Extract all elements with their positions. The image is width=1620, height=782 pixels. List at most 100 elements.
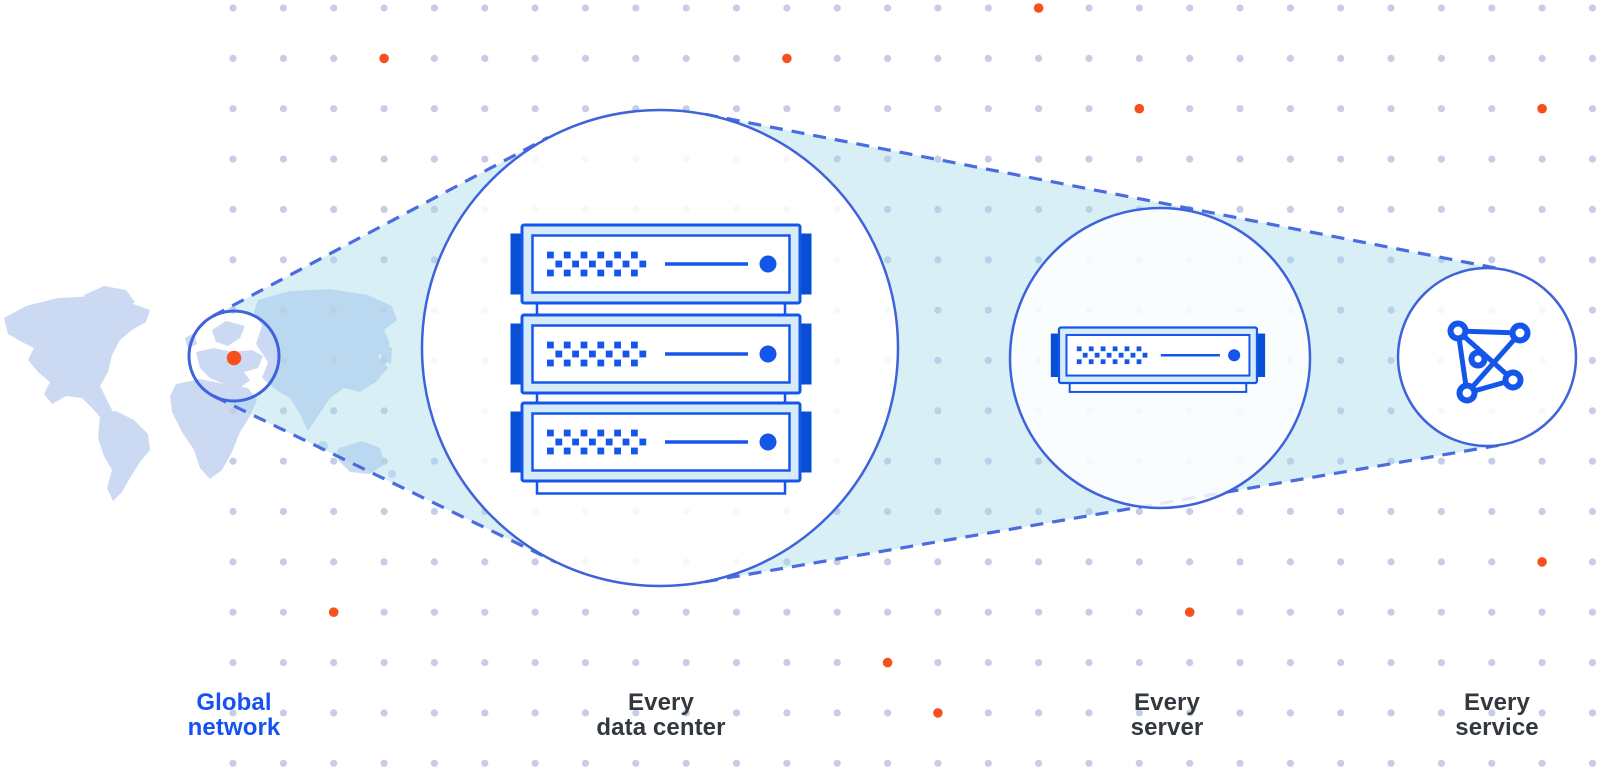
server-unit-2	[510, 313, 812, 407]
continent-asia	[254, 289, 397, 431]
matrix-dot	[580, 447, 588, 455]
grid-dot	[481, 608, 489, 616]
grid-dot	[1337, 507, 1345, 516]
grid-dot	[1286, 457, 1294, 465]
grid-dot	[984, 155, 992, 163]
matrix-dot	[639, 438, 647, 446]
grid-dot	[884, 4, 892, 12]
grid-dot	[1387, 659, 1395, 667]
grid-dot	[1035, 256, 1043, 264]
grid-dot	[1588, 457, 1597, 465]
grid-dot	[1387, 407, 1395, 415]
grid-dot	[380, 507, 388, 516]
accent-dot	[379, 53, 389, 64]
grid-dot	[1337, 105, 1345, 113]
accent-dot	[882, 657, 893, 668]
grid-dot	[330, 457, 338, 465]
grid-dot	[1135, 155, 1143, 163]
accent-dot	[1134, 103, 1145, 114]
server-unit-1	[510, 223, 812, 317]
server-panel	[531, 412, 791, 472]
matrix-dot	[580, 251, 588, 259]
grid-dot	[984, 608, 992, 616]
server-rack-icon	[510, 223, 812, 495]
grid-dot	[229, 709, 237, 717]
grid-dot	[1437, 457, 1445, 465]
grid-dot	[1588, 356, 1597, 364]
grid-dot	[884, 105, 892, 113]
grid-dot	[984, 759, 992, 767]
grid-dot	[581, 54, 590, 63]
grid-dot	[1035, 558, 1043, 566]
grid-dot	[279, 759, 287, 767]
grid-dot	[984, 105, 992, 113]
grid-dot	[531, 54, 539, 63]
grid-dot	[1035, 608, 1043, 616]
grid-dot	[1236, 608, 1244, 616]
grid-dot	[783, 608, 791, 616]
grid-dot	[481, 759, 489, 767]
grid-dot	[279, 205, 287, 213]
accent-dot	[1033, 3, 1044, 13]
grid-dot	[1437, 659, 1445, 667]
grid-dot	[732, 608, 741, 616]
grid-dot	[1588, 659, 1597, 667]
grid-dot	[1387, 155, 1395, 163]
grid-dot	[229, 256, 237, 264]
grid-dot	[1588, 256, 1597, 264]
label-every-server: Every server	[1131, 690, 1204, 740]
matrix-dot	[614, 341, 621, 349]
continent-europe-scandinavia	[212, 321, 245, 346]
grid-dot	[1538, 457, 1546, 465]
grid-dot	[531, 759, 539, 767]
grid-dot	[380, 759, 388, 767]
grid-dot	[934, 608, 942, 616]
accent-dot	[1537, 557, 1547, 567]
grid-dot	[1337, 4, 1345, 12]
grid-dot	[1035, 105, 1043, 113]
grid-dot	[1085, 659, 1093, 667]
grid-dot	[1387, 759, 1395, 767]
grid-dot	[1437, 4, 1445, 12]
matrix-dot	[547, 251, 554, 259]
grid-dot	[732, 54, 741, 63]
grid-dot	[430, 709, 438, 717]
grid-dot	[380, 558, 388, 566]
grid-dot	[1538, 709, 1546, 717]
grid-dot	[1588, 759, 1597, 767]
grid-dot	[1588, 54, 1597, 63]
server-pedestal	[1068, 382, 1248, 393]
grid-dot	[783, 709, 791, 717]
grid-dot	[1035, 709, 1043, 717]
grid-dot	[531, 105, 539, 113]
grid-dot	[833, 759, 841, 767]
grid-dot	[1337, 256, 1345, 264]
matrix-dot	[597, 251, 605, 259]
grid-dot	[1135, 608, 1143, 616]
grid-dot	[1286, 507, 1294, 516]
grid-dot	[1236, 105, 1244, 113]
grid-dot	[884, 608, 892, 616]
grid-dot	[1588, 507, 1597, 516]
grid-dot	[833, 54, 841, 63]
grid-dot	[884, 759, 892, 767]
grid-dot	[279, 709, 287, 717]
grid-dot	[380, 306, 388, 314]
grid-dot	[481, 54, 489, 63]
grid-dot	[229, 407, 237, 415]
dashed-line-lower-right	[704, 442, 1505, 584]
grid-dot	[430, 659, 438, 667]
matrix-dot	[563, 269, 571, 277]
matrix-dot	[1112, 346, 1118, 352]
matrix-dot	[1088, 359, 1094, 365]
grid-dot	[1538, 608, 1546, 616]
grid-dot	[783, 4, 791, 12]
grid-dot	[581, 659, 590, 667]
grid-dot	[1337, 54, 1345, 63]
matrix-dot	[1094, 352, 1100, 358]
server-led	[1228, 349, 1241, 362]
matrix-dot	[614, 447, 621, 455]
grid-dot	[279, 659, 287, 667]
grid-dot	[380, 407, 388, 415]
grid-dot	[481, 4, 489, 12]
